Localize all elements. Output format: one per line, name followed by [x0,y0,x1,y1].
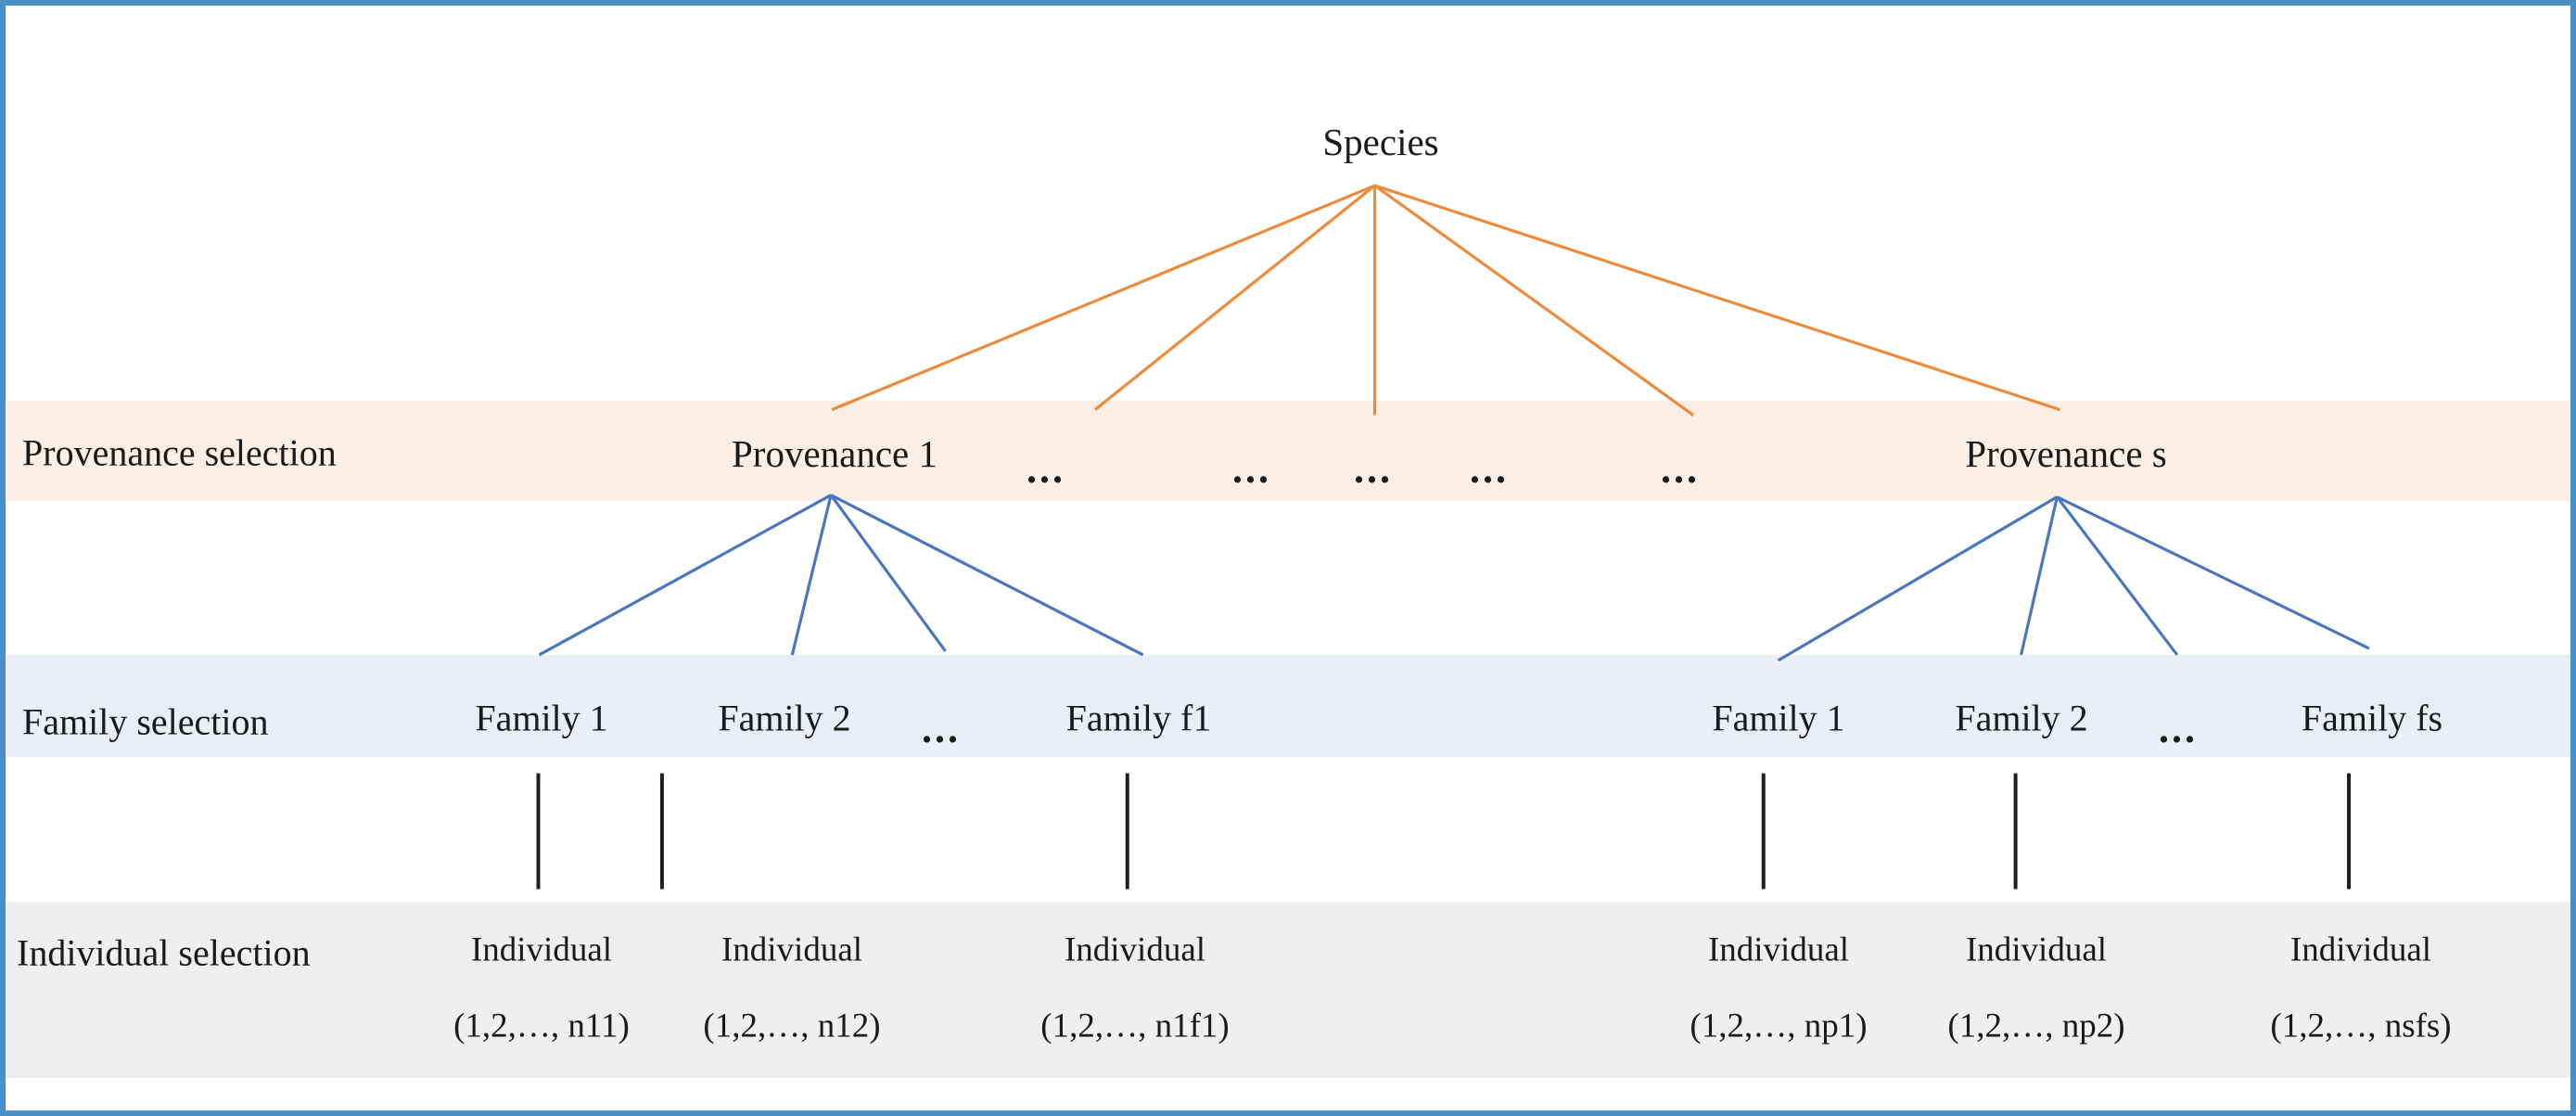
provenance-ellipsis-3: ... [1354,445,1393,492]
species-link-2 [1093,184,1376,411]
individual-node-left-1-range: (1,2,…, n11) [453,1007,630,1045]
provenance-node-1: Provenance 1 [732,431,937,475]
family-node-left-2: Family 2 [718,697,851,739]
individual-node-right-3-range: (1,2,…, nsfs) [2270,1007,2452,1045]
prov1-link-1 [538,494,832,657]
prov1-link-2 [790,494,833,656]
provenance1-to-family-links [538,494,1144,657]
species-node: Species [1322,120,1439,163]
family-node-left-3: Family f1 [1065,697,1212,739]
family-node-right-1: Family 1 [1712,697,1845,739]
species-link-1 [831,184,1376,412]
individual-band [6,902,2570,1078]
individual-row-label: Individual selection [17,931,311,974]
individual-node-left-2-name: Individual [721,930,863,969]
provs-link-2 [2020,496,2059,656]
species-link-5 [1374,184,2060,412]
family-node-right-3: Family fs [2301,697,2443,739]
provenance-ellipsis-5: ... [1661,445,1700,492]
provenance-node-s: Provenance s [1965,431,2167,475]
provs-link-4 [2056,495,2370,650]
individual-node-left-3-range: (1,2,…, n1f1) [1040,1007,1230,1045]
family-ellipsis-right: ... [2159,705,2198,751]
family-ellipsis-left: ... [922,705,961,751]
provenance-ellipsis-2: ... [1232,445,1271,492]
prov1-link-3 [829,494,947,652]
provenance-ellipsis-4: ... [1470,445,1509,492]
provenance-band [6,401,2570,501]
family-to-individual-stems [536,773,2352,890]
species-link-4 [1373,184,1695,417]
individual-node-left-1-name: Individual [470,930,613,969]
prov1-link-4 [830,494,1144,657]
individual-node-right-3-name: Individual [2289,930,2432,969]
individual-node-right-2-range: (1,2,…, np2) [1947,1007,2125,1045]
provs-link-1 [1777,495,2059,662]
family-band [6,655,2570,757]
individual-node-right-1-range: (1,2,…, np1) [1690,1007,1868,1045]
provenance-s-to-family-links [1777,495,2370,662]
species-to-provenance-links [831,184,2060,417]
family-node-left-1: Family 1 [475,697,608,739]
provenance-row-label: Provenance selection [22,431,337,474]
individual-node-left-2-range: (1,2,…, n12) [703,1007,881,1045]
individual-node-left-3-name: Individual [1064,930,1206,969]
individual-node-right-2-name: Individual [1965,930,2108,969]
provenance-ellipsis-1: ... [1027,445,1065,492]
family-row-label: Family selection [22,700,269,743]
individual-node-right-1-name: Individual [1707,930,1850,969]
provs-link-3 [2056,495,2179,656]
family-node-right-2: Family 2 [1955,697,2088,739]
